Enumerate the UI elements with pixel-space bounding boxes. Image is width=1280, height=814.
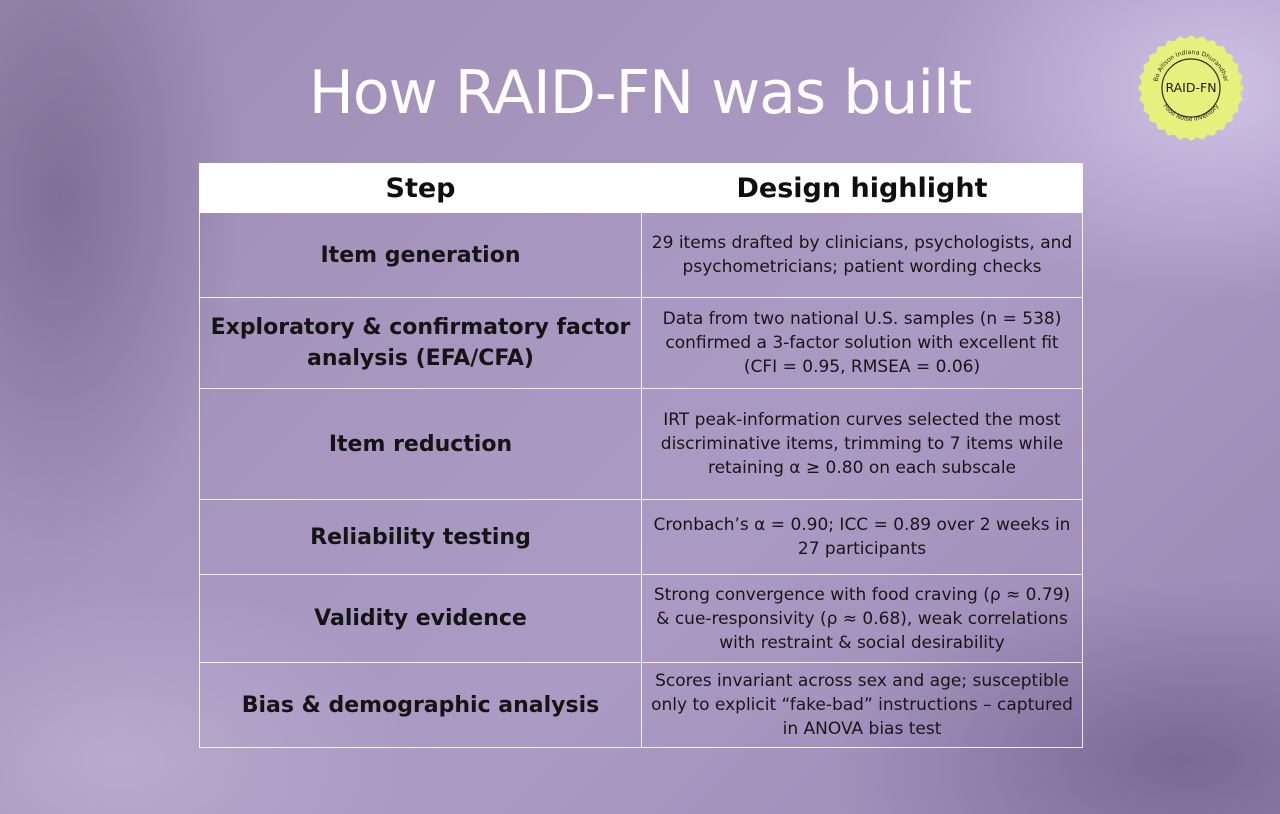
seal-icon: Bo Allison Indiana Dhurandhar Food Noise…: [1138, 35, 1244, 141]
column-header-design-highlight: Design highlight: [641, 163, 1083, 213]
seal-label: RAID-FN: [1165, 80, 1216, 95]
table-header-row: Step Design highlight: [199, 163, 1083, 213]
column-header-step: Step: [199, 163, 642, 213]
table-row: Validity evidence Strong convergence wit…: [199, 574, 1083, 663]
step-cell: Bias & demographic analysis: [199, 662, 642, 748]
highlight-cell: Scores invariant across sex and age; sus…: [641, 662, 1083, 748]
step-cell: Reliability testing: [199, 499, 642, 575]
step-cell: Validity evidence: [199, 574, 642, 663]
highlight-cell: 29 items drafted by clinicians, psycholo…: [641, 212, 1083, 298]
table-row: Bias & demographic analysis Scores invar…: [199, 662, 1083, 748]
table-row: Reliability testing Cronbach’s α = 0.90;…: [199, 499, 1083, 575]
highlight-cell: Strong convergence with food craving (ρ …: [641, 574, 1083, 663]
highlight-cell: Cronbach’s α = 0.90; ICC = 0.89 over 2 w…: [641, 499, 1083, 575]
raid-fn-seal-badge: Bo Allison Indiana Dhurandhar Food Noise…: [1137, 34, 1245, 142]
page-title: How RAID-FN was built: [308, 58, 972, 128]
step-cell: Item reduction: [199, 388, 642, 500]
table-row: Item reduction IRT peak-information curv…: [199, 388, 1083, 500]
highlight-cell: Data from two national U.S. samples (n =…: [641, 297, 1083, 389]
highlight-cell: IRT peak-information curves selected the…: [641, 388, 1083, 500]
table-row: Exploratory & confirmatory factor analys…: [199, 297, 1083, 389]
table-row: Item generation 29 items drafted by clin…: [199, 212, 1083, 298]
build-steps-table: Step Design highlight Item generation 29…: [199, 163, 1083, 748]
step-cell: Item generation: [199, 212, 642, 298]
step-cell: Exploratory & confirmatory factor analys…: [199, 297, 642, 389]
